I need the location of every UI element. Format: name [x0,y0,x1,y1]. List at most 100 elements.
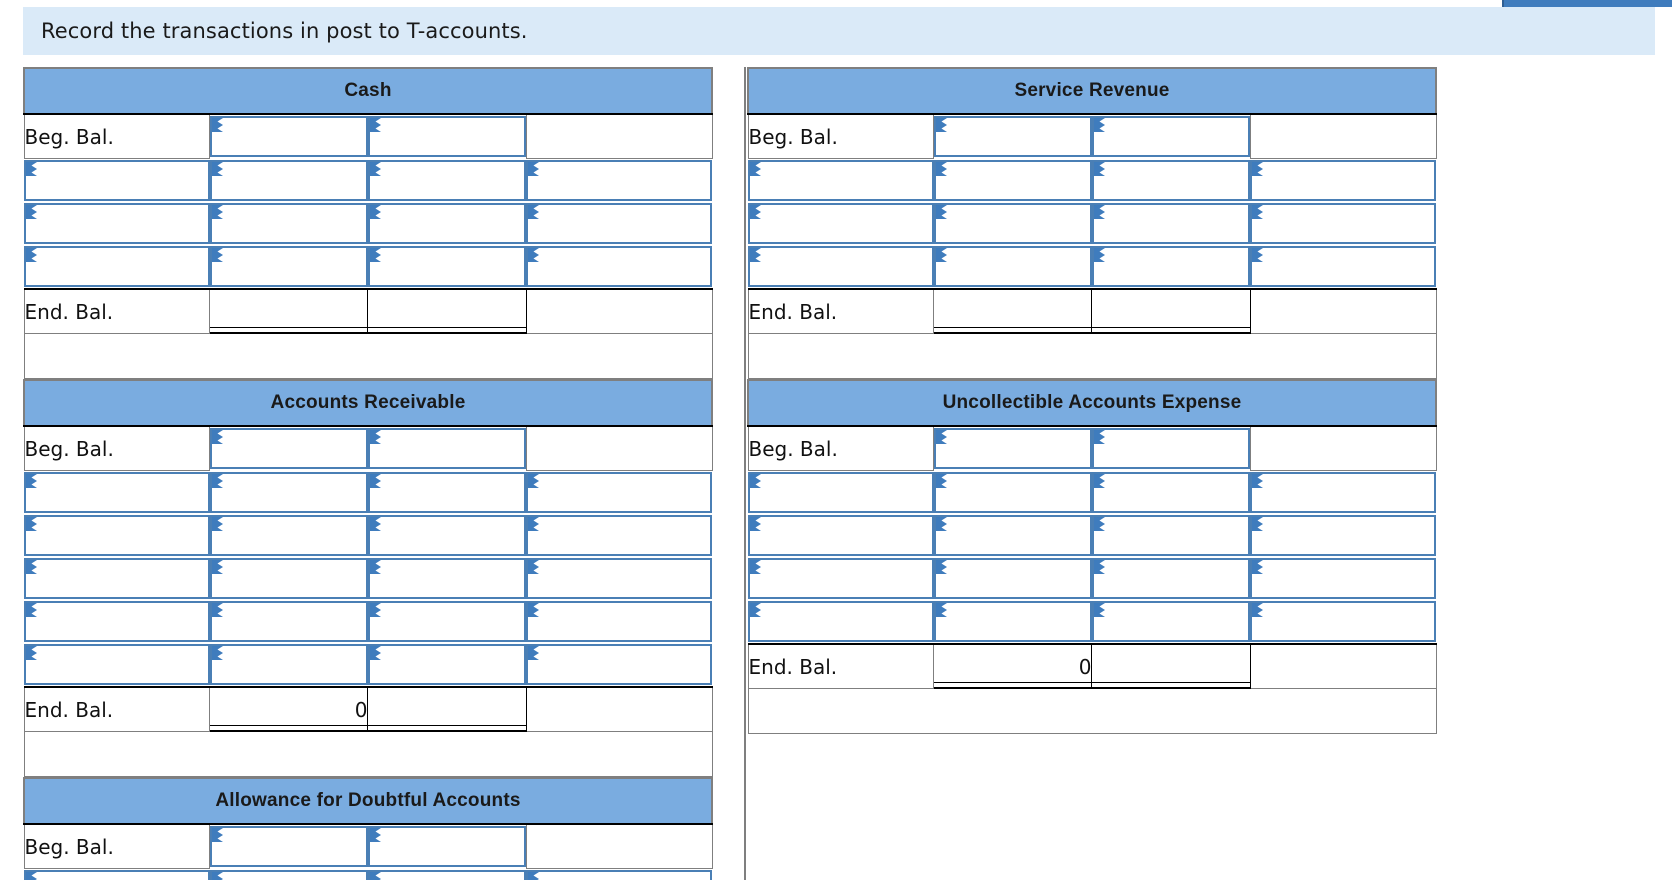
cell-extra[interactable] [1250,470,1436,514]
cell-extra[interactable] [526,557,712,600]
extra-input[interactable] [526,515,712,556]
cell-credit[interactable] [367,643,527,687]
credit-input[interactable] [367,601,527,642]
cell-credit[interactable] [367,245,527,289]
debit-input[interactable] [209,471,368,513]
extra-input[interactable] [526,246,712,287]
cell-credit[interactable] [1091,158,1251,202]
cell-extra[interactable] [1250,514,1436,557]
cell-extra[interactable] [1250,202,1436,245]
cell-credit[interactable] [367,600,527,643]
extra-input[interactable] [1250,601,1436,642]
cell-debit[interactable] [209,557,368,600]
cell-extra[interactable] [526,158,712,202]
cell-label[interactable] [748,470,934,514]
debit-input[interactable] [210,428,368,470]
cell-debit[interactable] [209,158,368,202]
debit-input[interactable] [933,203,1092,244]
extra-input[interactable] [526,203,712,244]
cell-debit[interactable] [209,868,368,880]
cell-debit[interactable] [209,514,368,557]
cell-debit[interactable] [209,600,368,643]
cell-credit[interactable] [1091,202,1251,245]
debit-input[interactable] [933,471,1092,513]
cell-debit[interactable] [933,557,1092,600]
cell-credit[interactable] [367,514,527,557]
cell-label[interactable] [24,868,210,880]
credit-input[interactable] [1091,116,1250,158]
cell-debit[interactable] [209,245,368,289]
cell-credit[interactable] [367,158,527,202]
cell-credit[interactable] [367,426,527,471]
cell-label[interactable] [748,514,934,557]
label-input[interactable] [24,601,210,642]
credit-input[interactable] [367,203,527,244]
cell-debit[interactable] [209,426,368,471]
cell-extra[interactable] [526,245,712,289]
credit-input[interactable] [1091,601,1251,642]
cell-credit[interactable] [1091,426,1251,471]
cell-credit[interactable] [367,868,527,880]
label-input[interactable] [24,644,210,685]
cell-credit[interactable] [1091,470,1251,514]
debit-input[interactable] [933,601,1092,642]
label-input[interactable] [748,515,934,556]
extra-input[interactable] [526,601,712,642]
credit-input[interactable] [367,428,526,470]
cell-label[interactable] [24,158,210,202]
cell-credit[interactable] [1091,557,1251,600]
cell-extra[interactable] [526,600,712,643]
extra-input[interactable] [1250,472,1436,513]
credit-input[interactable] [1091,246,1251,287]
cell-debit[interactable] [209,643,368,687]
cell-label[interactable] [748,202,934,245]
toolbar-stub[interactable] [1502,0,1672,7]
label-input[interactable] [748,601,934,642]
credit-input[interactable] [367,644,527,685]
debit-input[interactable] [209,159,368,201]
debit-input[interactable] [934,428,1092,470]
cell-extra[interactable] [1250,600,1436,644]
cell-credit[interactable] [367,470,527,514]
debit-input[interactable] [933,515,1092,556]
credit-input[interactable] [367,515,527,556]
debit-input[interactable] [934,116,1092,158]
cell-label[interactable] [24,245,210,289]
cell-extra[interactable] [1250,557,1436,600]
cell-credit[interactable] [1091,514,1251,557]
debit-input[interactable] [209,869,368,880]
label-input[interactable] [748,203,934,244]
cell-extra[interactable] [1250,245,1436,289]
label-input[interactable] [24,246,210,287]
debit-input[interactable] [209,203,368,244]
credit-input[interactable] [367,246,527,287]
cell-debit[interactable] [933,600,1092,644]
credit-input[interactable] [1091,515,1251,556]
cell-label[interactable] [24,600,210,643]
debit-input[interactable] [933,246,1092,287]
extra-input[interactable] [526,870,712,880]
debit-input[interactable] [210,116,368,158]
extra-input[interactable] [526,558,712,599]
cell-extra[interactable] [526,202,712,245]
cell-credit[interactable] [367,557,527,600]
label-input[interactable] [748,160,934,201]
cell-credit[interactable] [1091,114,1251,159]
cell-label[interactable] [24,643,210,687]
credit-input[interactable] [1091,159,1251,201]
extra-input[interactable] [1250,160,1436,201]
cell-label[interactable] [748,557,934,600]
cell-credit[interactable] [1091,245,1251,289]
cell-label[interactable] [24,202,210,245]
debit-input[interactable] [210,826,368,868]
cell-extra[interactable] [526,514,712,557]
credit-input[interactable] [367,826,526,868]
cell-debit[interactable] [209,824,368,869]
credit-input[interactable] [367,159,527,201]
cell-label[interactable] [748,245,934,289]
label-input[interactable] [24,472,210,513]
cell-extra[interactable] [526,868,712,880]
cell-debit[interactable] [933,202,1092,245]
cell-extra[interactable] [526,470,712,514]
cell-debit[interactable] [933,470,1092,514]
